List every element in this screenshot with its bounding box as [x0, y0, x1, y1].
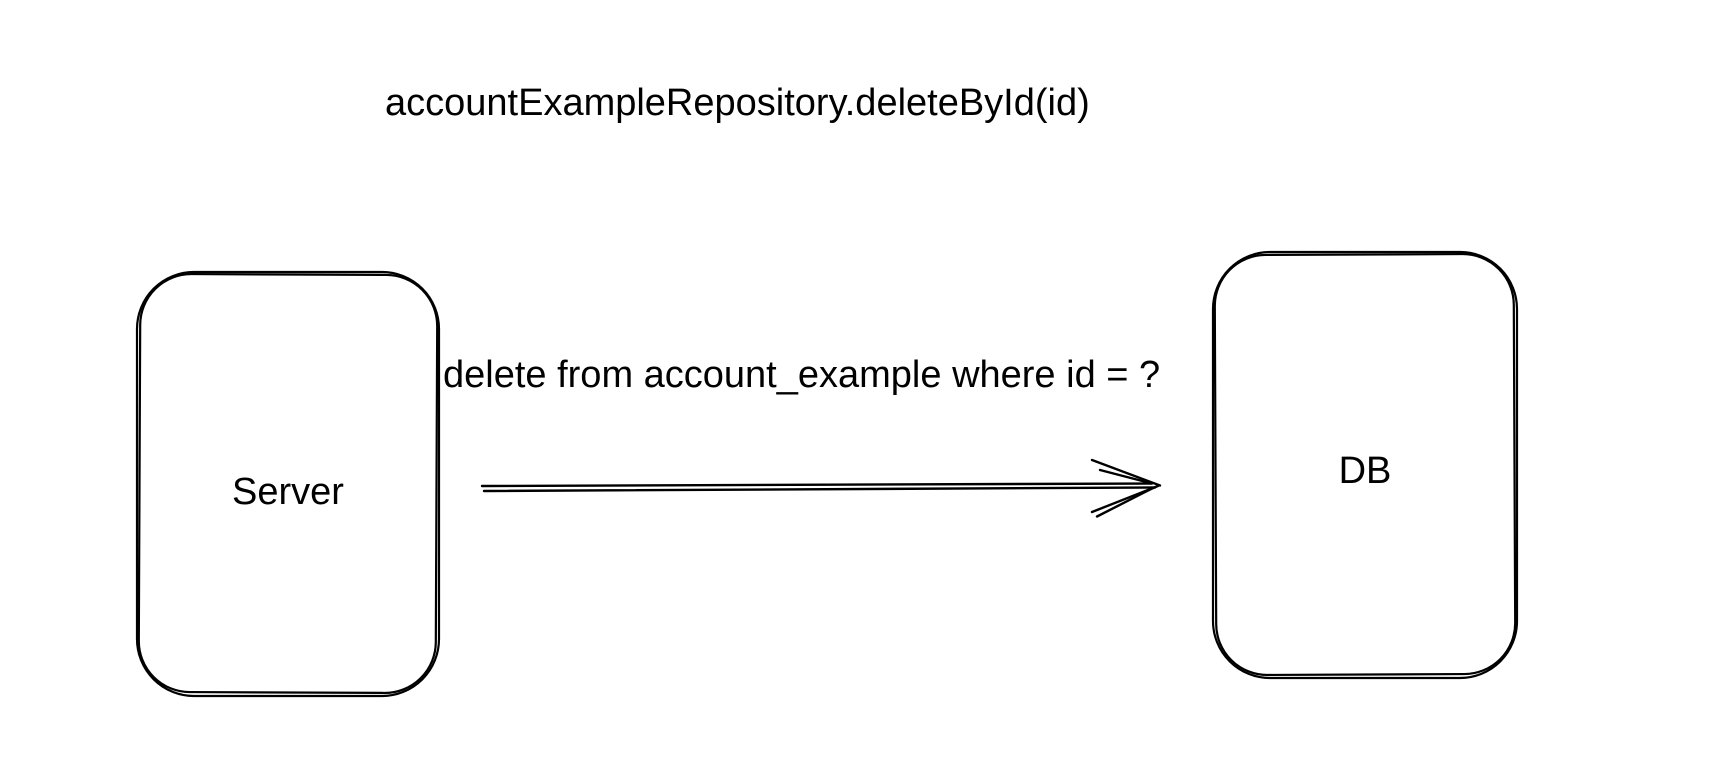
server-node-box	[135, 270, 441, 698]
db-node-label: DB	[1338, 450, 1392, 492]
diagram-title: accountExampleRepository.deleteById(id)	[385, 82, 1090, 124]
server-node-label: Server	[232, 471, 344, 513]
edge-label: delete from account_example where id = ?	[443, 354, 1161, 396]
db-node-box	[1211, 250, 1519, 680]
arrow	[480, 458, 1162, 518]
